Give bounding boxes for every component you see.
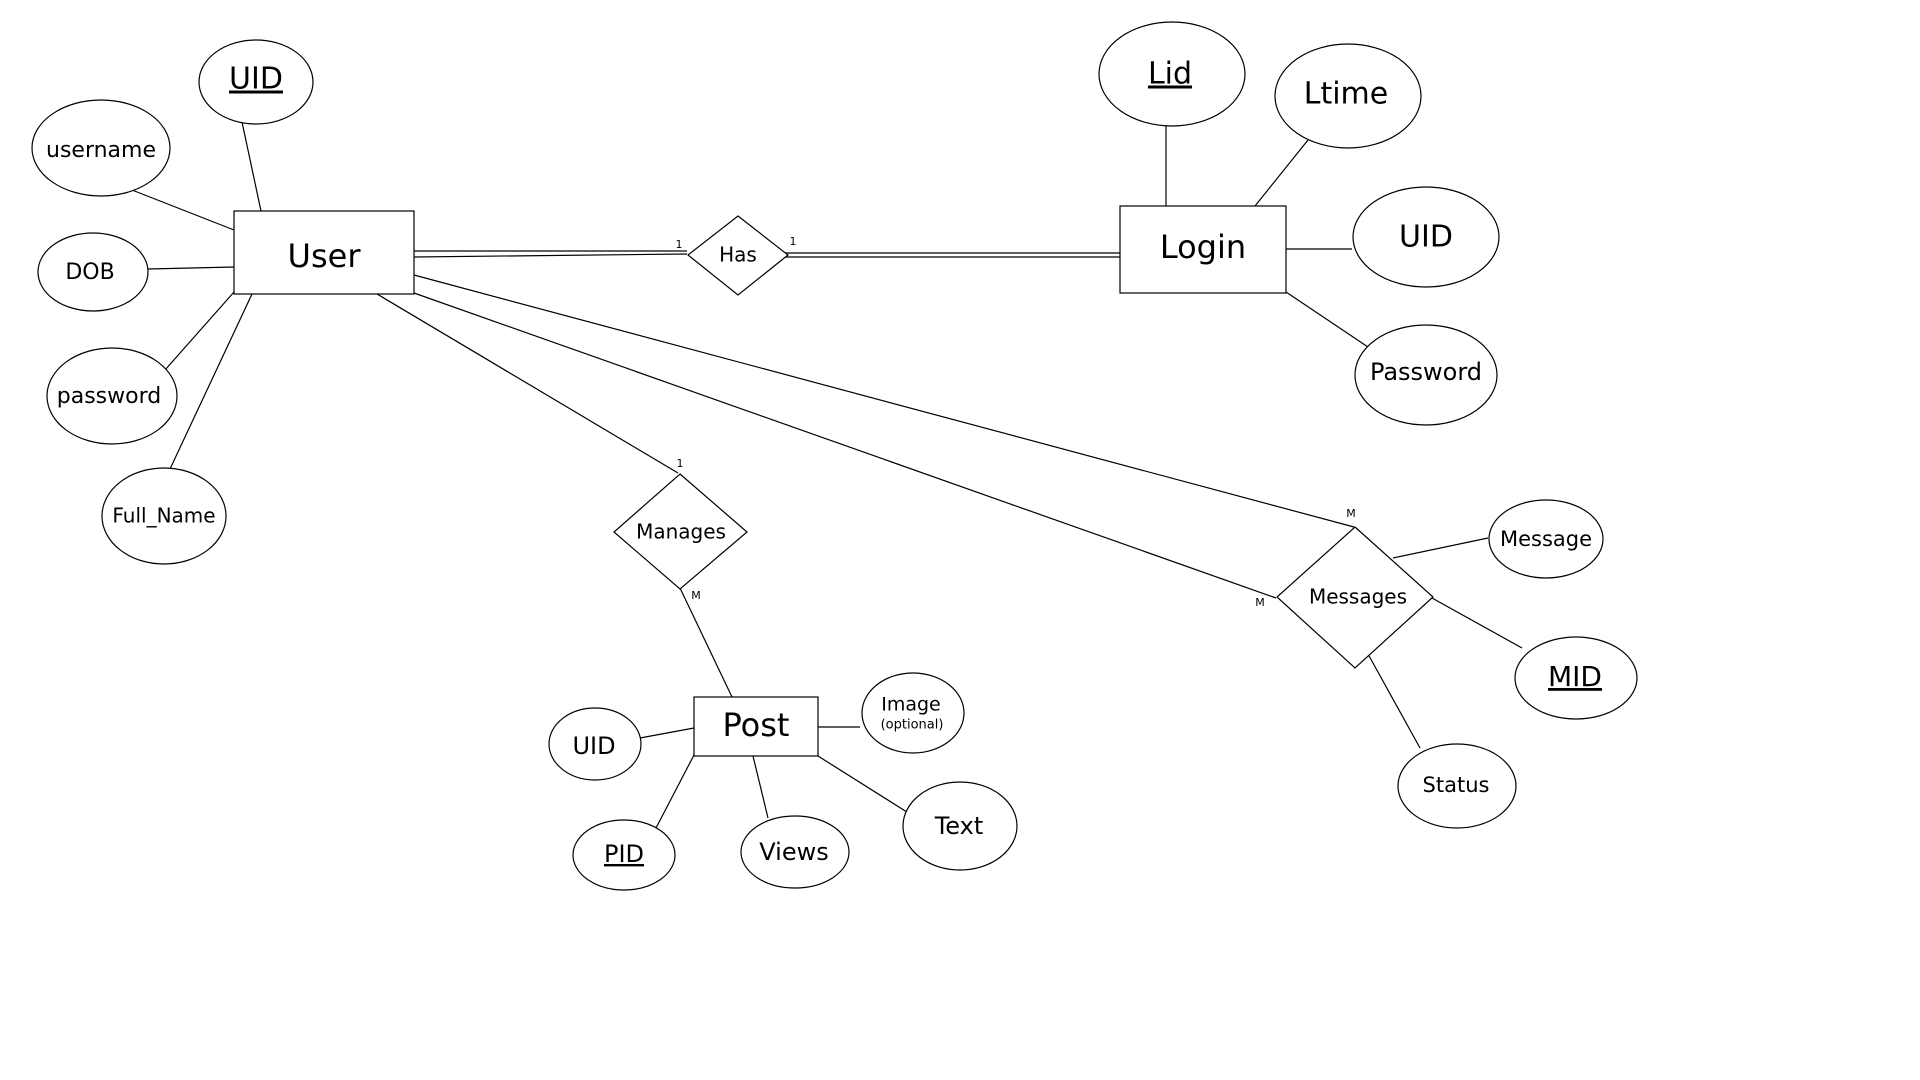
attr-login-password: Password (1354, 324, 1498, 426)
line-post-views (752, 755, 769, 819)
entity-login-label: Login (1160, 228, 1246, 266)
relationship-manages: Manages (613, 473, 748, 590)
attr-login-uid-label: UID (1399, 220, 1453, 255)
attr-user-fullname: Full_Name (101, 467, 227, 565)
attr-user-password: password (46, 347, 178, 445)
attr-user-fullname-label: Full_Name (112, 504, 215, 528)
attr-post-pid: PID (572, 819, 676, 891)
attr-msg-mid: MID (1514, 636, 1638, 720)
attr-user-dob-label: DOB (65, 260, 114, 285)
connector-lines (131, 121, 1523, 829)
attr-user-username-label: username (46, 138, 156, 163)
line-user-uid (241, 121, 262, 212)
line-manages-post (679, 587, 733, 698)
entity-post-label: Post (723, 706, 790, 744)
line-post-text (817, 755, 911, 815)
line-user-username (131, 189, 235, 231)
entity-user: User (233, 210, 415, 295)
line-messages-status (1367, 653, 1421, 749)
cardinality-manages-post: M (691, 589, 701, 602)
line-messages-mid (1431, 597, 1523, 649)
line-user-has-2 (413, 253, 688, 258)
attr-post-views: Views (740, 815, 850, 889)
relationship-messages: Messages (1276, 526, 1434, 669)
relationship-has: Has (687, 215, 789, 296)
attr-user-username: username (31, 99, 171, 197)
line-user-messages-upper (413, 274, 1355, 528)
line-user-manages (376, 293, 679, 474)
attr-post-views-label: Views (759, 838, 828, 866)
attr-msg-mid-label: MID (1548, 660, 1602, 693)
attr-post-image: Image (optional) (861, 672, 965, 754)
attr-user-uid: UID (198, 39, 314, 125)
attr-user-password-label: password (57, 384, 161, 409)
attr-login-ltime: Ltime (1274, 43, 1422, 149)
relationship-has-label: Has (719, 243, 757, 267)
attr-post-text: Text (902, 781, 1018, 871)
attr-post-text-label: Text (934, 812, 984, 840)
cardinality-manages-user: 1 (677, 457, 684, 470)
attr-post-image-note: (optional) (881, 718, 944, 733)
attr-post-pid-label: PID (604, 840, 644, 868)
attr-user-dob: DOB (37, 232, 149, 312)
line-login-ltime (1254, 139, 1309, 207)
attr-login-lid: Lid (1098, 21, 1246, 127)
cardinality-markers: 1 1 1 M M M (676, 235, 1356, 609)
relationship-messages-label: Messages (1309, 585, 1407, 609)
attr-login-uid: UID (1352, 186, 1500, 288)
cardinality-messages-lower: M (1255, 596, 1265, 609)
line-user-dob (147, 266, 235, 270)
attr-login-password-label: Password (1370, 358, 1482, 386)
attr-user-uid-label: UID (229, 62, 283, 97)
line-messages-message (1392, 537, 1489, 559)
attr-msg-status: Status (1397, 743, 1517, 829)
line-post-pid (655, 754, 695, 829)
line-login-password (1285, 291, 1369, 348)
attr-post-image-label: Image (881, 694, 941, 716)
entity-user-label: User (288, 237, 362, 275)
attr-login-ltime-label: Ltime (1304, 77, 1389, 112)
entity-post: Post (693, 696, 819, 757)
attr-msg-message-label: Message (1500, 527, 1592, 551)
attr-post-uid: UID (548, 707, 642, 781)
attr-msg-message: Message (1488, 499, 1604, 579)
cardinality-has-login: 1 (790, 235, 797, 248)
line-user-password (164, 291, 235, 371)
cardinality-messages-upper: M (1346, 507, 1356, 520)
attr-msg-status-label: Status (1423, 773, 1490, 797)
relationship-manages-label: Manages (636, 520, 726, 544)
attr-login-lid-label: Lid (1148, 57, 1192, 92)
line-post-uid (639, 727, 695, 739)
attr-post-uid-label: UID (572, 732, 615, 760)
entity-login: Login (1119, 205, 1287, 294)
cardinality-has-user: 1 (676, 238, 683, 251)
line-user-messages-lower (413, 292, 1277, 599)
line-user-fullname (169, 293, 253, 470)
